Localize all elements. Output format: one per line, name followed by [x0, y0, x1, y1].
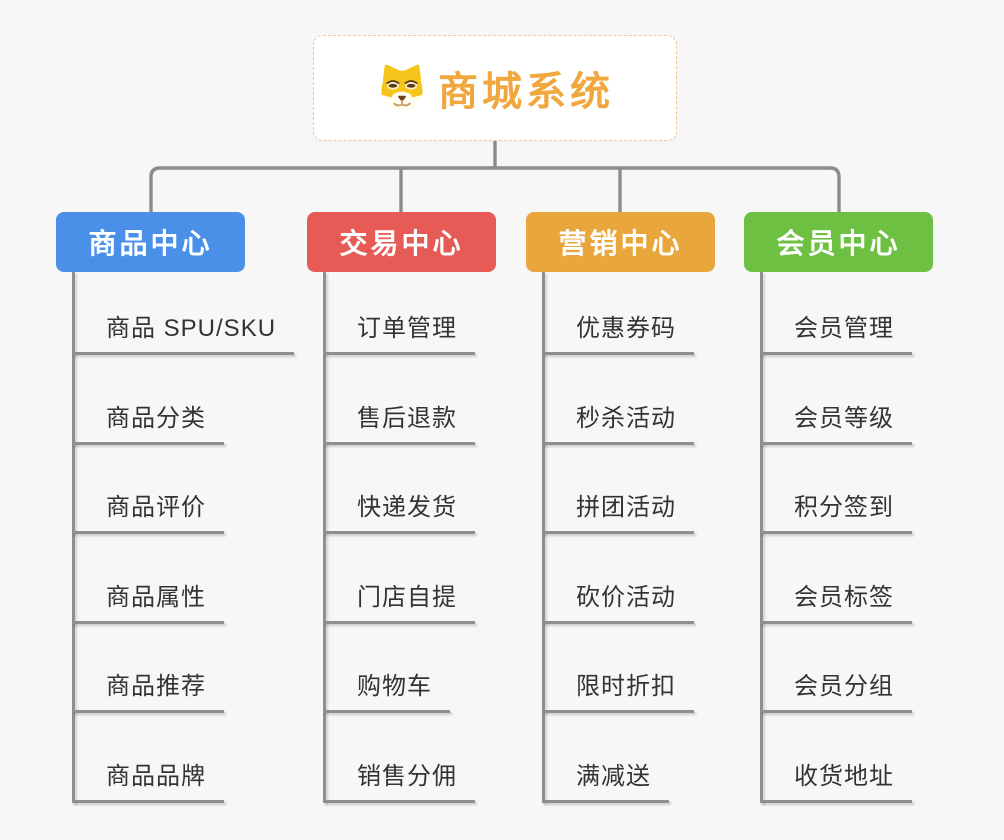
branch-node-product-center[interactable]: 商品中心	[56, 212, 245, 272]
branch-member-center: 会员中心 会员管理 会员等级 积分签到 会员标签 会员分组 收货地址	[744, 0, 1004, 840]
branch-node-marketing-center[interactable]: 营销中心	[526, 212, 715, 272]
leaf-node[interactable]: 会员管理	[760, 314, 912, 355]
root-title: 商城系统	[438, 70, 614, 114]
leaf-node[interactable]: 限时折扣	[542, 672, 694, 713]
leaf-node[interactable]: 订单管理	[323, 314, 475, 355]
leaf-node[interactable]: 购物车	[323, 672, 450, 713]
leaf-node[interactable]: 积分签到	[760, 493, 912, 534]
leaf-node[interactable]: 优惠券码	[542, 314, 694, 355]
root-node[interactable]: 商城系统	[313, 35, 677, 141]
shiba-dog-face-icon	[376, 63, 428, 113]
branch-trunk-line	[542, 272, 545, 803]
leaf-node[interactable]: 会员等级	[760, 404, 912, 445]
leaf-node[interactable]: 拼团活动	[542, 493, 694, 534]
leaf-node[interactable]: 商品分类	[72, 404, 224, 445]
leaf-node[interactable]: 会员分组	[760, 672, 912, 713]
branch-trade-center: 交易中心 订单管理 售后退款 快递发货 门店自提 购物车 销售分佣	[307, 0, 567, 840]
branch-node-trade-center[interactable]: 交易中心	[307, 212, 496, 272]
branch-trunk-line	[323, 272, 326, 803]
leaf-node[interactable]: 收货地址	[760, 762, 912, 803]
leaf-node[interactable]: 秒杀活动	[542, 404, 694, 445]
branch-trunk-line	[760, 272, 763, 803]
leaf-node[interactable]: 商品属性	[72, 583, 224, 624]
leaf-node[interactable]: 商品品牌	[72, 762, 224, 803]
leaf-node[interactable]: 销售分佣	[323, 762, 475, 803]
leaf-node[interactable]: 商品评价	[72, 493, 224, 534]
branch-marketing-center: 营销中心 优惠券码 秒杀活动 拼团活动 砍价活动 限时折扣 满减送	[526, 0, 786, 840]
branch-trunk-line	[72, 272, 75, 803]
leaf-node[interactable]: 砍价活动	[542, 583, 694, 624]
leaf-node[interactable]: 商品 SPU/SKU	[72, 314, 295, 355]
leaf-node[interactable]: 会员标签	[760, 583, 912, 624]
leaf-node[interactable]: 快递发货	[323, 493, 475, 534]
leaf-node[interactable]: 门店自提	[323, 583, 475, 624]
leaf-node[interactable]: 售后退款	[323, 404, 475, 445]
leaf-node[interactable]: 满减送	[542, 762, 669, 803]
branch-product-center: 商品中心 商品 SPU/SKU 商品分类 商品评价 商品属性 商品推荐 商品品牌	[56, 0, 316, 840]
leaf-node[interactable]: 商品推荐	[72, 672, 224, 713]
branch-node-member-center[interactable]: 会员中心	[744, 212, 933, 272]
